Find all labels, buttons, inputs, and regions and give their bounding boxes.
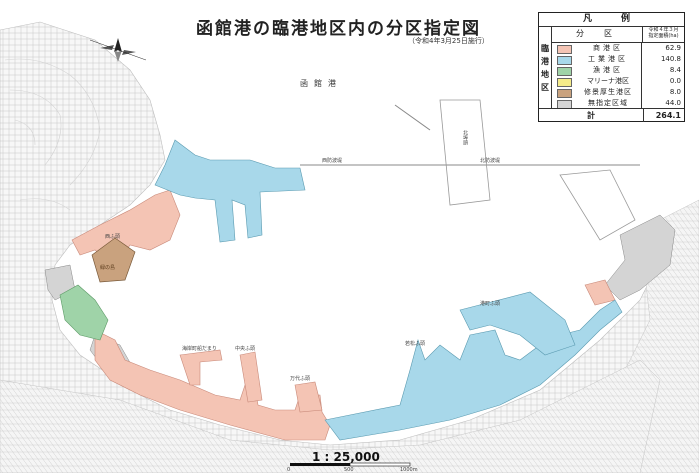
scale-bar xyxy=(290,462,411,467)
page-subtitle: （令和4年3月25日施行） xyxy=(408,37,489,45)
swatch-fishing xyxy=(557,67,572,76)
legend-total-label: 計 xyxy=(539,109,644,122)
land-hill-contours xyxy=(4,58,101,211)
label-north-breakwater: 北防波堤 xyxy=(480,158,501,164)
legend-value: 0.0 xyxy=(669,77,681,85)
scale-tick-500: 500 xyxy=(344,467,354,473)
harbor-label: 函館港 xyxy=(300,79,342,88)
label-wakamatsu-pier: 若松ふ頭 xyxy=(405,341,426,347)
swatch-commercial xyxy=(557,45,572,54)
legend-col-district: 分 区 xyxy=(552,26,643,42)
legend-label: 工業港区 xyxy=(575,54,642,65)
zone-commercial-kaigan xyxy=(179,349,223,386)
swatch-industrial xyxy=(557,56,572,65)
page-title: 函館港の臨港地区内の分区指定図 xyxy=(196,19,481,39)
label-mandai-pier: 万代ふ頭 xyxy=(290,376,311,382)
swatch-amenity xyxy=(557,89,572,98)
zone-commercial-pier-mandai xyxy=(294,381,323,413)
land-south-town xyxy=(0,359,661,473)
zone-fishing xyxy=(59,284,109,341)
legend-value: 62.9 xyxy=(665,44,681,52)
legend-value: 8.0 xyxy=(669,88,681,96)
legend-label: 商港区 xyxy=(575,43,642,54)
zone-commercial-south xyxy=(94,329,331,441)
legend-row: 工業港区 140.8 xyxy=(553,54,684,65)
swatch-marina xyxy=(557,78,572,87)
label-north-pier: 北埠頭 xyxy=(462,130,468,145)
label-kaigan-basin: 海岸町船だまり xyxy=(182,346,217,352)
scale-label: 1 : 25,000 xyxy=(312,450,380,464)
legend-header: 凡 例 xyxy=(539,13,684,27)
legend-label: マリーナ港区 xyxy=(575,76,642,87)
legend-row: 商港区 62.9 xyxy=(553,43,684,54)
zone-industrial-north xyxy=(154,139,306,243)
zone-undesignated-east xyxy=(604,214,676,301)
legend: 凡 例 分 区 令和４年３月 指定面積(ha) 臨港地区 商港区 62.9 工業… xyxy=(538,12,685,122)
legend-value: 140.8 xyxy=(660,55,681,63)
north-pier-outline xyxy=(439,99,491,206)
legend-value: 44.0 xyxy=(665,99,681,107)
zone-commercial-pier-chuo xyxy=(239,351,263,403)
legend-label: 漁港区 xyxy=(575,65,642,76)
legend-subheader: 分 区 令和４年３月 指定面積(ha) xyxy=(552,26,684,43)
label-west-breakwater: 西防波堤 xyxy=(322,158,343,164)
legend-col-area: 令和４年３月 指定面積(ha) xyxy=(648,27,679,39)
zone-industrial-wakamatsu xyxy=(459,291,576,356)
legend-total-value: 264.1 xyxy=(655,111,681,120)
label-minato-pier: 港町ふ頭 xyxy=(480,301,501,307)
legend-value: 8.4 xyxy=(669,66,681,74)
east-pier-outline xyxy=(559,169,636,241)
scale-tick-1000: 1000m xyxy=(400,467,418,473)
legend-row: 漁港区 8.4 xyxy=(553,65,684,76)
label-midori: 緑の島 xyxy=(100,265,116,271)
zone-amenity-midori xyxy=(91,237,136,283)
legend-row: 修景厚生港区 8.0 xyxy=(553,87,684,98)
legend-total-row: 計 264.1 xyxy=(539,108,684,122)
label-chuo-pier: 中央ふ頭 xyxy=(235,346,256,352)
legend-label: 修景厚生港区 xyxy=(575,87,642,98)
legend-row: マリーナ港区 0.0 xyxy=(553,76,684,87)
legend-label: 無指定区域 xyxy=(575,98,642,109)
scale-tick-0: 0 xyxy=(287,467,291,473)
legend-side-label: 臨港地区 xyxy=(539,26,552,108)
small-breakwater xyxy=(394,104,431,131)
north-arrow-icon xyxy=(89,38,147,62)
label-west-pier: 西ふ頭 xyxy=(105,234,121,240)
